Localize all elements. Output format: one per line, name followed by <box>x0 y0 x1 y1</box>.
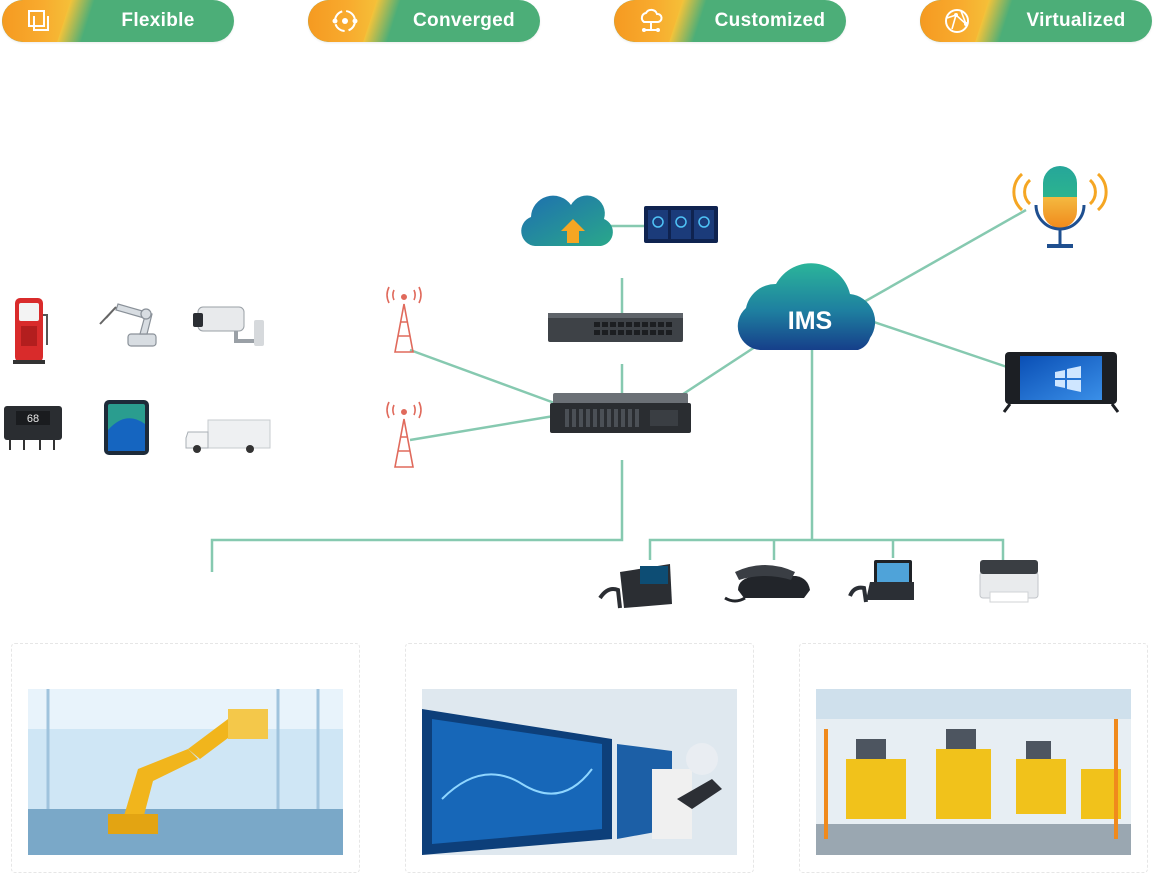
feature-pill-flexible: Flexible <box>2 0 234 42</box>
lab-monitoring-photo <box>422 689 737 855</box>
robot-arm-factory-photo <box>28 689 343 855</box>
rack-server-icon <box>550 393 691 433</box>
network-switch-icon <box>548 313 683 342</box>
production-line-photo <box>816 689 1131 855</box>
fuel-dispenser-icon <box>13 298 48 364</box>
feature-pill-virtualized: Virtualized <box>920 0 1152 42</box>
cell-tower-icon-2 <box>386 401 422 468</box>
controller-readout: 68 <box>27 413 39 425</box>
stacked-pages-icon <box>28 10 49 31</box>
link-tower2-server <box>409 413 561 442</box>
link-server-ims <box>673 343 759 402</box>
microphone-icon <box>1012 166 1108 248</box>
delivery-truck-icon <box>185 419 271 453</box>
cell-tower-icon-1 <box>386 286 422 353</box>
cloud-network-icon <box>640 8 663 32</box>
robotic-arm-icon <box>99 303 157 347</box>
globe-network-icon <box>945 9 969 33</box>
feature-label: Flexible <box>121 10 195 31</box>
scene-card-production-line <box>799 643 1148 873</box>
feature-pill-customized: Customized <box>614 0 846 42</box>
feature-label: Virtualized <box>1026 10 1126 31</box>
link-ims-tablet <box>867 318 1011 370</box>
security-camera-icon <box>193 306 264 346</box>
ip-desk-phone-icon <box>598 564 672 609</box>
network-diagram: IMS <box>4 166 1120 609</box>
scene-card-lab-monitoring <box>405 643 754 873</box>
tablet-terminal-icon <box>1002 352 1120 413</box>
feature-label: Converged <box>413 10 515 31</box>
feature-label: Customized <box>714 10 826 31</box>
scene-card-smart-factory <box>11 643 360 873</box>
link-server-endpoints-left <box>210 460 624 572</box>
printer-icon <box>979 560 1039 603</box>
ims-cloud: IMS <box>737 263 876 350</box>
link-ims-microphone <box>854 208 1027 309</box>
link-tower1-server <box>409 348 561 407</box>
desk-telephone-icon <box>724 565 810 603</box>
ims-label: IMS <box>788 307 832 335</box>
video-phone-icon <box>848 560 914 603</box>
smartphone-icon <box>104 400 149 455</box>
cloud-upload-icon <box>521 195 613 247</box>
link-phone-bus <box>648 538 1005 560</box>
link-lines <box>210 208 1027 572</box>
feature-pill-converged: Converged <box>308 0 540 42</box>
dashboard-screen-icon <box>644 206 718 243</box>
orbit-dots-icon <box>332 10 358 32</box>
temperature-controller-icon: 68 <box>4 406 62 450</box>
